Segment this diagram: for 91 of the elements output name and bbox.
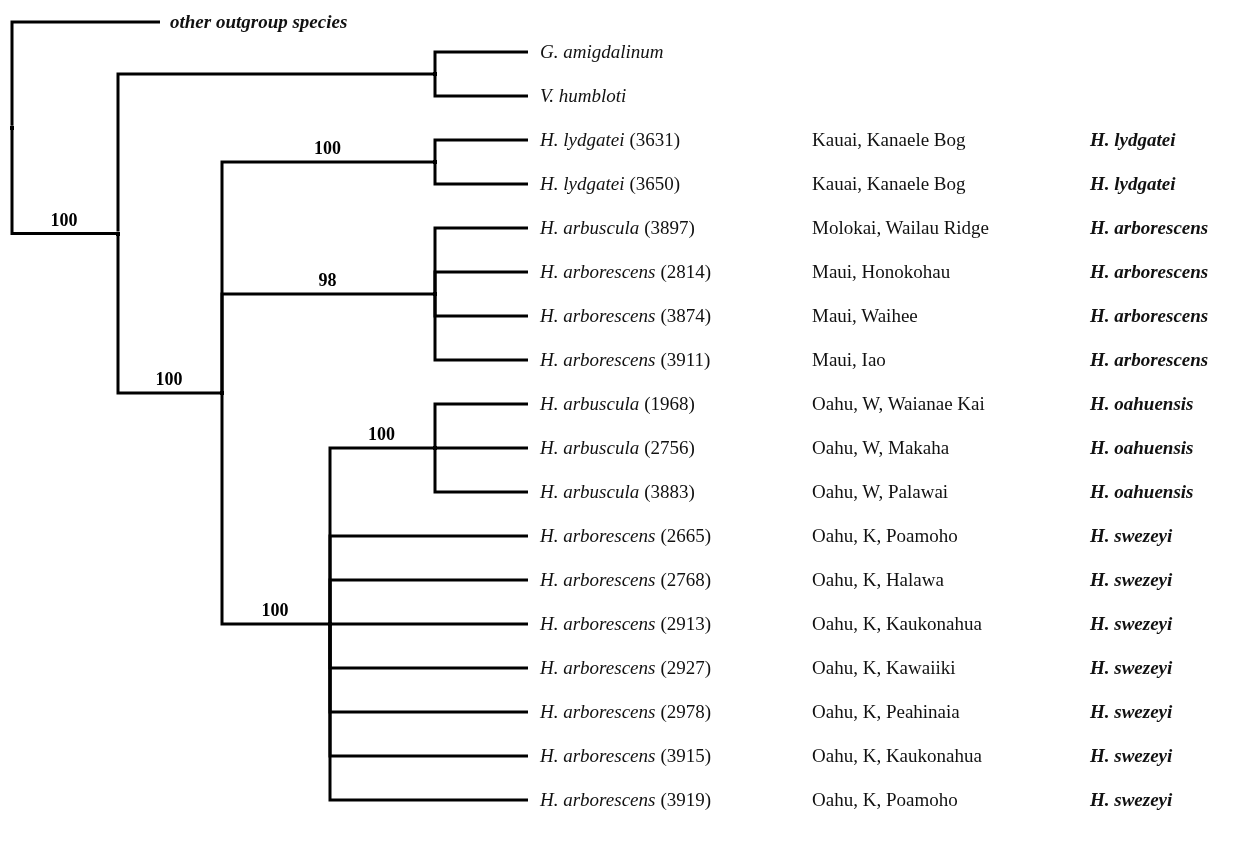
species-name: H. arborescens [1090, 349, 1209, 371]
sample-number: (1968) [644, 393, 695, 415]
species-name: H. swezeyi [1090, 745, 1173, 767]
locality-text: Oahu, K, Poamoho [812, 789, 959, 811]
tree-branch [116, 72, 433, 232]
species-name: H. lydgatei [1090, 129, 1176, 151]
taxon-name: H. arborescens [540, 613, 656, 635]
taxon-name: H. lydgatei [540, 173, 625, 195]
taxon-name: H. arborescens [540, 657, 656, 679]
branch-node [328, 622, 332, 626]
taxon-name: H. arbuscula [540, 437, 640, 459]
taxon-name: H. arborescens [540, 525, 656, 547]
sample-number: (2768) [660, 569, 712, 591]
tree-branch [220, 292, 433, 391]
tree-branch [433, 50, 528, 72]
branch-node [433, 292, 437, 296]
locality-text: Oahu, W, Makaha [812, 437, 951, 459]
species-name: H. swezeyi [1090, 701, 1173, 723]
species-name: H. swezeyi [1090, 525, 1173, 547]
tree-branch [10, 20, 160, 126]
species-name: H. swezeyi [1090, 569, 1173, 591]
sample-number: (2978) [660, 701, 712, 723]
taxon-name: H. lydgatei [540, 129, 625, 151]
species-name: H. swezeyi [1090, 613, 1173, 635]
taxon-name: G. amigdalinum [528, 40, 664, 64]
species-name: H. arborescens [1090, 261, 1209, 283]
taxon-name: H. arborescens [540, 349, 656, 371]
sample-number: (3874) [660, 305, 712, 327]
tree-branch [433, 296, 528, 362]
taxon-name: other outgroup species [160, 10, 348, 34]
sample-number: (3897) [644, 217, 695, 239]
tree-branch [220, 395, 328, 626]
tree-branch [433, 138, 528, 160]
sample-number: (3919) [660, 789, 712, 811]
tree-branch [10, 129, 116, 235]
sample-number: (2927) [660, 657, 712, 679]
species-name: H. arborescens [1090, 305, 1209, 327]
sample-number: (2913) [660, 613, 712, 635]
taxon-name: H. arborescens [540, 789, 656, 811]
branch-node [10, 125, 14, 130]
tree-branch [116, 235, 220, 395]
sample-number: (2814) [660, 261, 712, 283]
locality-text: Maui, Waihee [812, 305, 919, 327]
locality-text: Maui, Iao [812, 349, 887, 371]
sample-number: (2665) [660, 525, 712, 547]
tree-branch [433, 270, 528, 292]
locality-text: Oahu, K, Poamoho [812, 525, 959, 547]
species-name: H. swezeyi [1090, 789, 1173, 811]
sample-number: (3911) [660, 349, 711, 371]
sample-number: (2756) [644, 437, 695, 459]
taxon-name: V. humbloti [528, 84, 627, 108]
species-name: H. oahuensis [1090, 393, 1194, 415]
species-name: H. oahuensis [1090, 437, 1194, 459]
locality-text: Oahu, K, Kawaiiki [812, 657, 957, 679]
locality-text: Oahu, W, Waianae Kai [812, 393, 986, 415]
locality-text: Molokai, Wailau Ridge [812, 217, 990, 239]
sample-number: (3883) [644, 481, 695, 503]
taxon-name: H. arbuscula [540, 217, 640, 239]
tree-branch [433, 76, 528, 98]
tree-branch [433, 450, 528, 494]
tree-branch [433, 164, 528, 186]
taxon-name: H. arborescens [540, 701, 656, 723]
locality-text: Oahu, W, Palawai [812, 481, 950, 503]
sample-number: (3631) [629, 129, 681, 151]
species-name: H. oahuensis [1090, 481, 1194, 503]
sample-number: (3915) [660, 745, 712, 767]
branch-node [433, 446, 437, 450]
locality-text: Oahu, K, Halawa [812, 569, 945, 591]
tree-branch [328, 626, 528, 802]
taxon-name: H. arborescens [540, 569, 656, 591]
taxon-name: H. arbuscula [540, 393, 640, 415]
taxon-name: H. arborescens [540, 745, 656, 767]
branch-node [433, 160, 437, 164]
species-name: H. swezeyi [1090, 657, 1173, 679]
taxon-name: H. arborescens [540, 261, 656, 283]
tree-branch [433, 402, 528, 446]
locality-text: Kauai, Kanaele Bog [812, 129, 967, 151]
sample-number: (3650) [629, 173, 681, 195]
locality-text: Oahu, K, Kaukonahua [812, 613, 983, 635]
species-name: H. lydgatei [1090, 173, 1176, 195]
branch-node [433, 72, 437, 76]
species-name: H. arborescens [1090, 217, 1209, 239]
locality-text: Kauai, Kanaele Bog [812, 173, 967, 195]
branch-node [220, 391, 224, 395]
taxon-name: H. arborescens [540, 305, 656, 327]
tree-branch [328, 578, 528, 622]
branch-node [116, 231, 120, 236]
locality-text: Oahu, K, Kaukonahua [812, 745, 983, 767]
taxon-name: H. arbuscula [540, 481, 640, 503]
locality-text: Oahu, K, Peahinaia [812, 701, 961, 723]
locality-text: Maui, Honokohau [812, 261, 952, 283]
